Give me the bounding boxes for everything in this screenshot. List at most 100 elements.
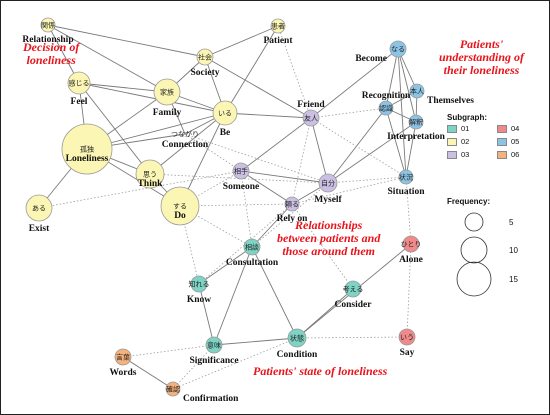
edge-connection-myself	[184, 133, 329, 184]
edge-think-be	[149, 112, 226, 175]
node-circle-alone	[402, 235, 420, 253]
edge-patient-society	[204, 25, 279, 58]
node-en-label-interpretation: Interpretation	[387, 132, 446, 142]
node-circle-consultation	[243, 238, 261, 256]
edges-layer	[38, 24, 418, 390]
node-en-label-exist: Exist	[29, 224, 50, 234]
edge-do-know	[179, 205, 200, 285]
node-jp-label-confirmation: 確認	[166, 385, 180, 394]
node-jp-label-recognition: 認識	[379, 104, 393, 113]
legend-row: 02 05	[447, 137, 543, 150]
node-jp-label-relyon: 頼る	[285, 201, 299, 209]
node-jp-label-patient: 患者	[271, 22, 285, 31]
edge-friend-someone	[240, 117, 312, 172]
edge-society-friend	[204, 56, 312, 119]
edge-condition-say	[296, 336, 408, 339]
node-jp-label-society: 社会	[198, 53, 212, 62]
node-circle-situation	[398, 169, 414, 185]
legend-label-06: 06	[511, 150, 520, 159]
edge-say-alone	[406, 243, 412, 338]
node-circle-loneliness	[61, 123, 113, 175]
legend-row: 01 04	[447, 124, 543, 137]
region-label-state: Patients' state of loneliness	[253, 364, 388, 378]
node-en-label-significance: Significance	[189, 356, 238, 366]
edge-become-interpretation	[397, 48, 417, 123]
edge-become-situation	[397, 48, 407, 178]
node-en-label-become: Become	[355, 54, 387, 64]
node-en-label-family: Family	[153, 108, 182, 118]
legend-swatch-06	[497, 151, 507, 159]
edge-myself-situation	[327, 176, 407, 184]
frequency-label-10: 10	[509, 246, 518, 255]
edge-myself-recognition	[327, 107, 387, 184]
node-circle-society	[196, 48, 214, 66]
frequency-circle-small	[464, 212, 484, 232]
legend-swatch-03	[447, 151, 457, 159]
legend-swatch-05	[497, 138, 507, 146]
node-situation: 状況 Situation	[388, 169, 426, 197]
node-circle-consider	[344, 280, 362, 298]
edge-someone-relyon	[240, 170, 293, 205]
node-en-label-patient: Patient	[263, 36, 293, 46]
node-jp-label-words: 言葉	[116, 353, 130, 362]
edge-someone-myself	[240, 170, 329, 184]
edge-know-significance	[198, 283, 215, 346]
node-jp-label-consultation: 相談	[245, 243, 259, 252]
edge-alone-situation	[405, 176, 412, 245]
edge-consultation-significance	[213, 246, 253, 346]
node-jp-label-think: 思う	[143, 171, 157, 179]
edge-condition-confirmation	[172, 337, 298, 390]
edge-friend-become	[310, 48, 399, 119]
node-jp-label-connection: つながり	[171, 130, 199, 139]
node-circle-relationship	[40, 17, 56, 33]
node-circle-feel	[67, 71, 91, 95]
node-circle-do	[160, 186, 200, 226]
node-en-label-myself: Myself	[314, 195, 342, 205]
node-en-label-think: Think	[138, 179, 164, 189]
frequency-title: Frequency:	[447, 197, 491, 206]
region-label-relationships: Relationships between patients and those…	[277, 218, 381, 258]
node-become: なる Become	[355, 40, 407, 64]
node-jp-label-become: なる	[391, 46, 405, 54]
frequency-circle-large	[456, 261, 492, 297]
node-en-label-recognition: Recognition	[362, 91, 411, 101]
node-en-label-words: Words	[110, 368, 137, 378]
edge-become-recognition	[385, 48, 399, 109]
node-en-label-condition: Condition	[277, 350, 318, 360]
legend-row: 03 06	[447, 150, 543, 163]
nodes-layer: 関係Relationship患者Patient社会Society感じるFeel家…	[22, 17, 474, 404]
subgraph-legend: Subgraph: 01 04 02 05 03 06	[447, 113, 543, 163]
node-circle-condition	[287, 328, 307, 348]
node-jp-label-know: 知れる	[189, 280, 210, 289]
node-jp-label-situation: 状況	[399, 173, 413, 182]
node-circle-words	[114, 348, 132, 366]
edge-someone-consultation	[240, 170, 253, 248]
node-en-label-say: Say	[400, 348, 415, 358]
node-en-label-know: Know	[187, 295, 211, 305]
node-circle-patient	[270, 18, 286, 34]
edge-words-confirmation	[122, 356, 174, 390]
node-en-label-situation: Situation	[388, 187, 426, 197]
node-circle-be	[212, 100, 238, 126]
node-jp-label-themselves: 本人	[410, 87, 424, 96]
legend-swatch-04	[497, 125, 507, 133]
legend-label-03: 03	[461, 150, 470, 159]
edge-relationship-society	[47, 24, 206, 58]
node-circle-someone	[232, 162, 250, 180]
node-en-label-consider: Consider	[335, 300, 373, 310]
node-en-label-someone: Someone	[223, 182, 259, 192]
edge-patient-friend	[277, 25, 312, 119]
frequency-circles	[456, 212, 492, 297]
